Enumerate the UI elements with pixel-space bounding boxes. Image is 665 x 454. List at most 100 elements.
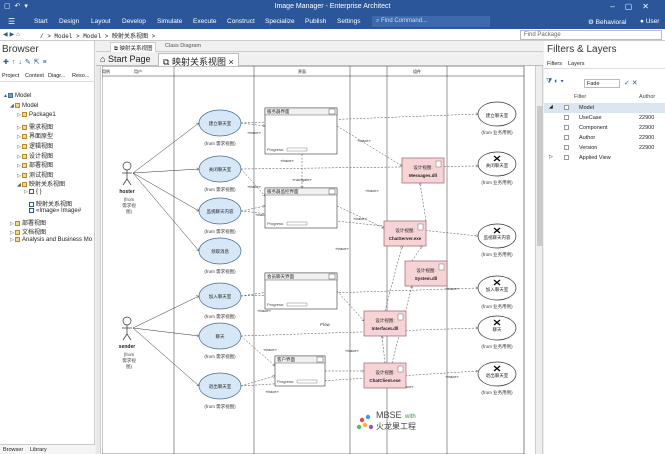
menu-layout[interactable]: Layout <box>91 18 111 25</box>
menu-construct[interactable]: Construct <box>227 18 255 25</box>
component-node[interactable]: 设计视图:Messages.dll <box>401 157 445 184</box>
usecase-node[interactable]: 加入聊天室(from 需求视图) <box>198 282 242 320</box>
usecase-node[interactable]: 关闭聊天室(from 需求视图) <box>198 155 242 193</box>
eye-icon[interactable]: ◐ <box>554 78 559 85</box>
expand-toggle-icon[interactable]: ▷ <box>17 112 21 119</box>
expand-toggle-icon[interactable]: ◢ <box>549 104 553 110</box>
expand-toggle-icon[interactable]: ◢ <box>10 102 14 109</box>
tab-mapping-view[interactable]: ⧉ 映射关系视图 × <box>158 53 239 67</box>
tree-item[interactable]: «Image» Image# <box>24 208 81 214</box>
usecase-node[interactable]: 聊天(from 需求视图) <box>198 322 242 360</box>
find-command-input[interactable]: ⌕ Find Command... <box>372 16 490 27</box>
expand-toggle-icon[interactable]: ▷ <box>17 163 21 170</box>
business-usecase-node[interactable]: 加入聊天室(from 业务用例) <box>477 275 517 310</box>
tree-item[interactable]: ▷部署视图 <box>10 218 46 227</box>
tree-item[interactable]: ▷测试视图 <box>17 170 53 179</box>
tab-project[interactable]: Project <box>2 73 20 79</box>
tab-start-page[interactable]: ⌂ Start Page <box>96 53 154 66</box>
quick-access-toolbar[interactable]: ▢ ↶ ▾ <box>4 3 29 10</box>
tab-layers[interactable]: Layers <box>568 61 585 67</box>
tab-browser[interactable]: Browser <box>3 447 24 453</box>
tree-item[interactable]: ▲Model <box>3 93 31 99</box>
menu-publish[interactable]: Publish <box>305 18 327 25</box>
expand-toggle-icon[interactable]: ▷ <box>17 144 21 150</box>
find-package-input[interactable]: Find Package <box>520 30 662 40</box>
tab-filters[interactable]: Filters <box>547 61 562 67</box>
diagram-svg[interactable]: 用户界面组件业务用例 «trace»«trace»«trace»«trace»«… <box>94 65 536 454</box>
breadcrumb[interactable]: / > Model > Model > 映射关系视图 > <box>40 33 156 40</box>
browser-toolbar[interactable]: ✚↑↓✎⇱≡ <box>3 59 50 66</box>
expand-toggle-icon[interactable]: ▷ <box>24 189 28 196</box>
menu-simulate[interactable]: Simulate <box>157 18 183 25</box>
close-icon[interactable]: × <box>228 57 234 67</box>
window-controls[interactable]: –▢✕ <box>610 2 659 11</box>
expand-toggle-icon[interactable]: ▷ <box>549 154 553 160</box>
expand-toggle-icon[interactable]: ▷ <box>17 134 21 141</box>
diagram-toolbox[interactable] <box>96 66 101 454</box>
expand-toggle-icon[interactable]: ▷ <box>10 230 14 237</box>
tab-diagram[interactable]: Diagr... <box>48 73 66 79</box>
component-node[interactable]: 设计视图:ChatClient.exe <box>363 362 407 389</box>
component-node[interactable]: 设计视图:InterfaceLdll <box>363 310 407 337</box>
perspective-selector[interactable]: ⚙ Behavioral <box>588 18 626 26</box>
expand-toggle-icon[interactable]: ◢ <box>17 182 21 189</box>
expand-toggle-icon[interactable]: ▷ <box>17 124 21 131</box>
tree-item[interactable]: ▷逻辑视图 <box>17 141 53 150</box>
menu-settings[interactable]: Settings <box>337 18 361 25</box>
business-usecase-node[interactable]: 建立聊天室(from 业务用例) <box>477 101 517 136</box>
doc-tab-mapping[interactable]: ⧉ 映射关系视图 <box>110 42 157 52</box>
tree-item[interactable]: ▷设计视图 <box>17 151 53 160</box>
menu-execute[interactable]: Execute <box>193 18 217 25</box>
tab-resources[interactable]: Reso... <box>72 73 90 79</box>
filter-checkbox[interactable] <box>564 105 569 110</box>
menu-specialize[interactable]: Specialize <box>265 18 295 25</box>
clear-filter-icon[interactable]: ✓ ✕ <box>624 80 638 87</box>
tree-item[interactable]: ▷界面原型 <box>17 131 53 140</box>
filter-checkbox[interactable] <box>564 125 569 130</box>
vertical-scrollbar[interactable] <box>535 66 542 454</box>
chevron-down-icon[interactable]: ▾ <box>560 78 564 85</box>
tree-item[interactable]: ▷Analysis and Business Mo <box>10 237 92 243</box>
menu-develop[interactable]: Develop <box>122 18 146 25</box>
menu-design[interactable]: Design <box>59 18 80 25</box>
filter-checkbox[interactable] <box>564 115 569 120</box>
expand-toggle-icon[interactable]: ▷ <box>10 237 14 244</box>
diagram-canvas[interactable]: 用户界面组件业务用例 «trace»«trace»«trace»«trace»«… <box>94 65 536 454</box>
component-node[interactable]: 设计视图:System.dll <box>404 260 448 287</box>
filter-icon[interactable]: ⧩ <box>546 78 553 85</box>
tree-item[interactable]: ▷Package1 <box>17 112 56 118</box>
tree-item[interactable]: ▷文档视图 <box>10 227 46 236</box>
business-usecase-node[interactable]: 退出聊天室(from 业务用例) <box>477 361 517 396</box>
tab-context[interactable]: Context <box>25 73 44 79</box>
tree-item[interactable]: ▷{ } <box>24 189 42 195</box>
filter-row[interactable]: ◢Model <box>544 103 665 113</box>
filter-mode-select[interactable]: Fade <box>584 79 620 88</box>
component-node[interactable]: 设计视图:ChatServer.exe <box>383 220 427 247</box>
scrollbar-thumb[interactable] <box>537 106 542 246</box>
usecase-node[interactable]: 领取消息(from 需求视图) <box>198 237 242 275</box>
user-menu[interactable]: ● User <box>640 18 659 25</box>
app-logo-icon[interactable]: ☰ <box>8 17 16 26</box>
filter-checkbox[interactable] <box>564 135 569 140</box>
nav-buttons[interactable]: ◀▶⌂ <box>3 32 22 38</box>
doc-tab-class[interactable]: Class Diagram <box>165 43 202 49</box>
expand-toggle-icon[interactable]: ▷ <box>10 220 14 227</box>
business-usecase-node[interactable]: 聊天(from 业务用例) <box>477 315 517 350</box>
expand-toggle-icon[interactable]: ▷ <box>17 153 21 160</box>
tree-item[interactable]: ◢Model <box>10 102 38 109</box>
filter-row[interactable]: ▷Applied View <box>544 153 665 163</box>
tree-item[interactable]: ▷部署视图 <box>17 160 53 169</box>
business-usecase-node[interactable]: 监视聊天内容(from 业务用例) <box>477 223 517 258</box>
filter-toolbar[interactable]: ⧩ ◐ ▾ <box>546 78 564 86</box>
expand-toggle-icon[interactable]: ▷ <box>17 172 21 179</box>
tree-item[interactable]: ▷需求视图 <box>17 122 53 131</box>
